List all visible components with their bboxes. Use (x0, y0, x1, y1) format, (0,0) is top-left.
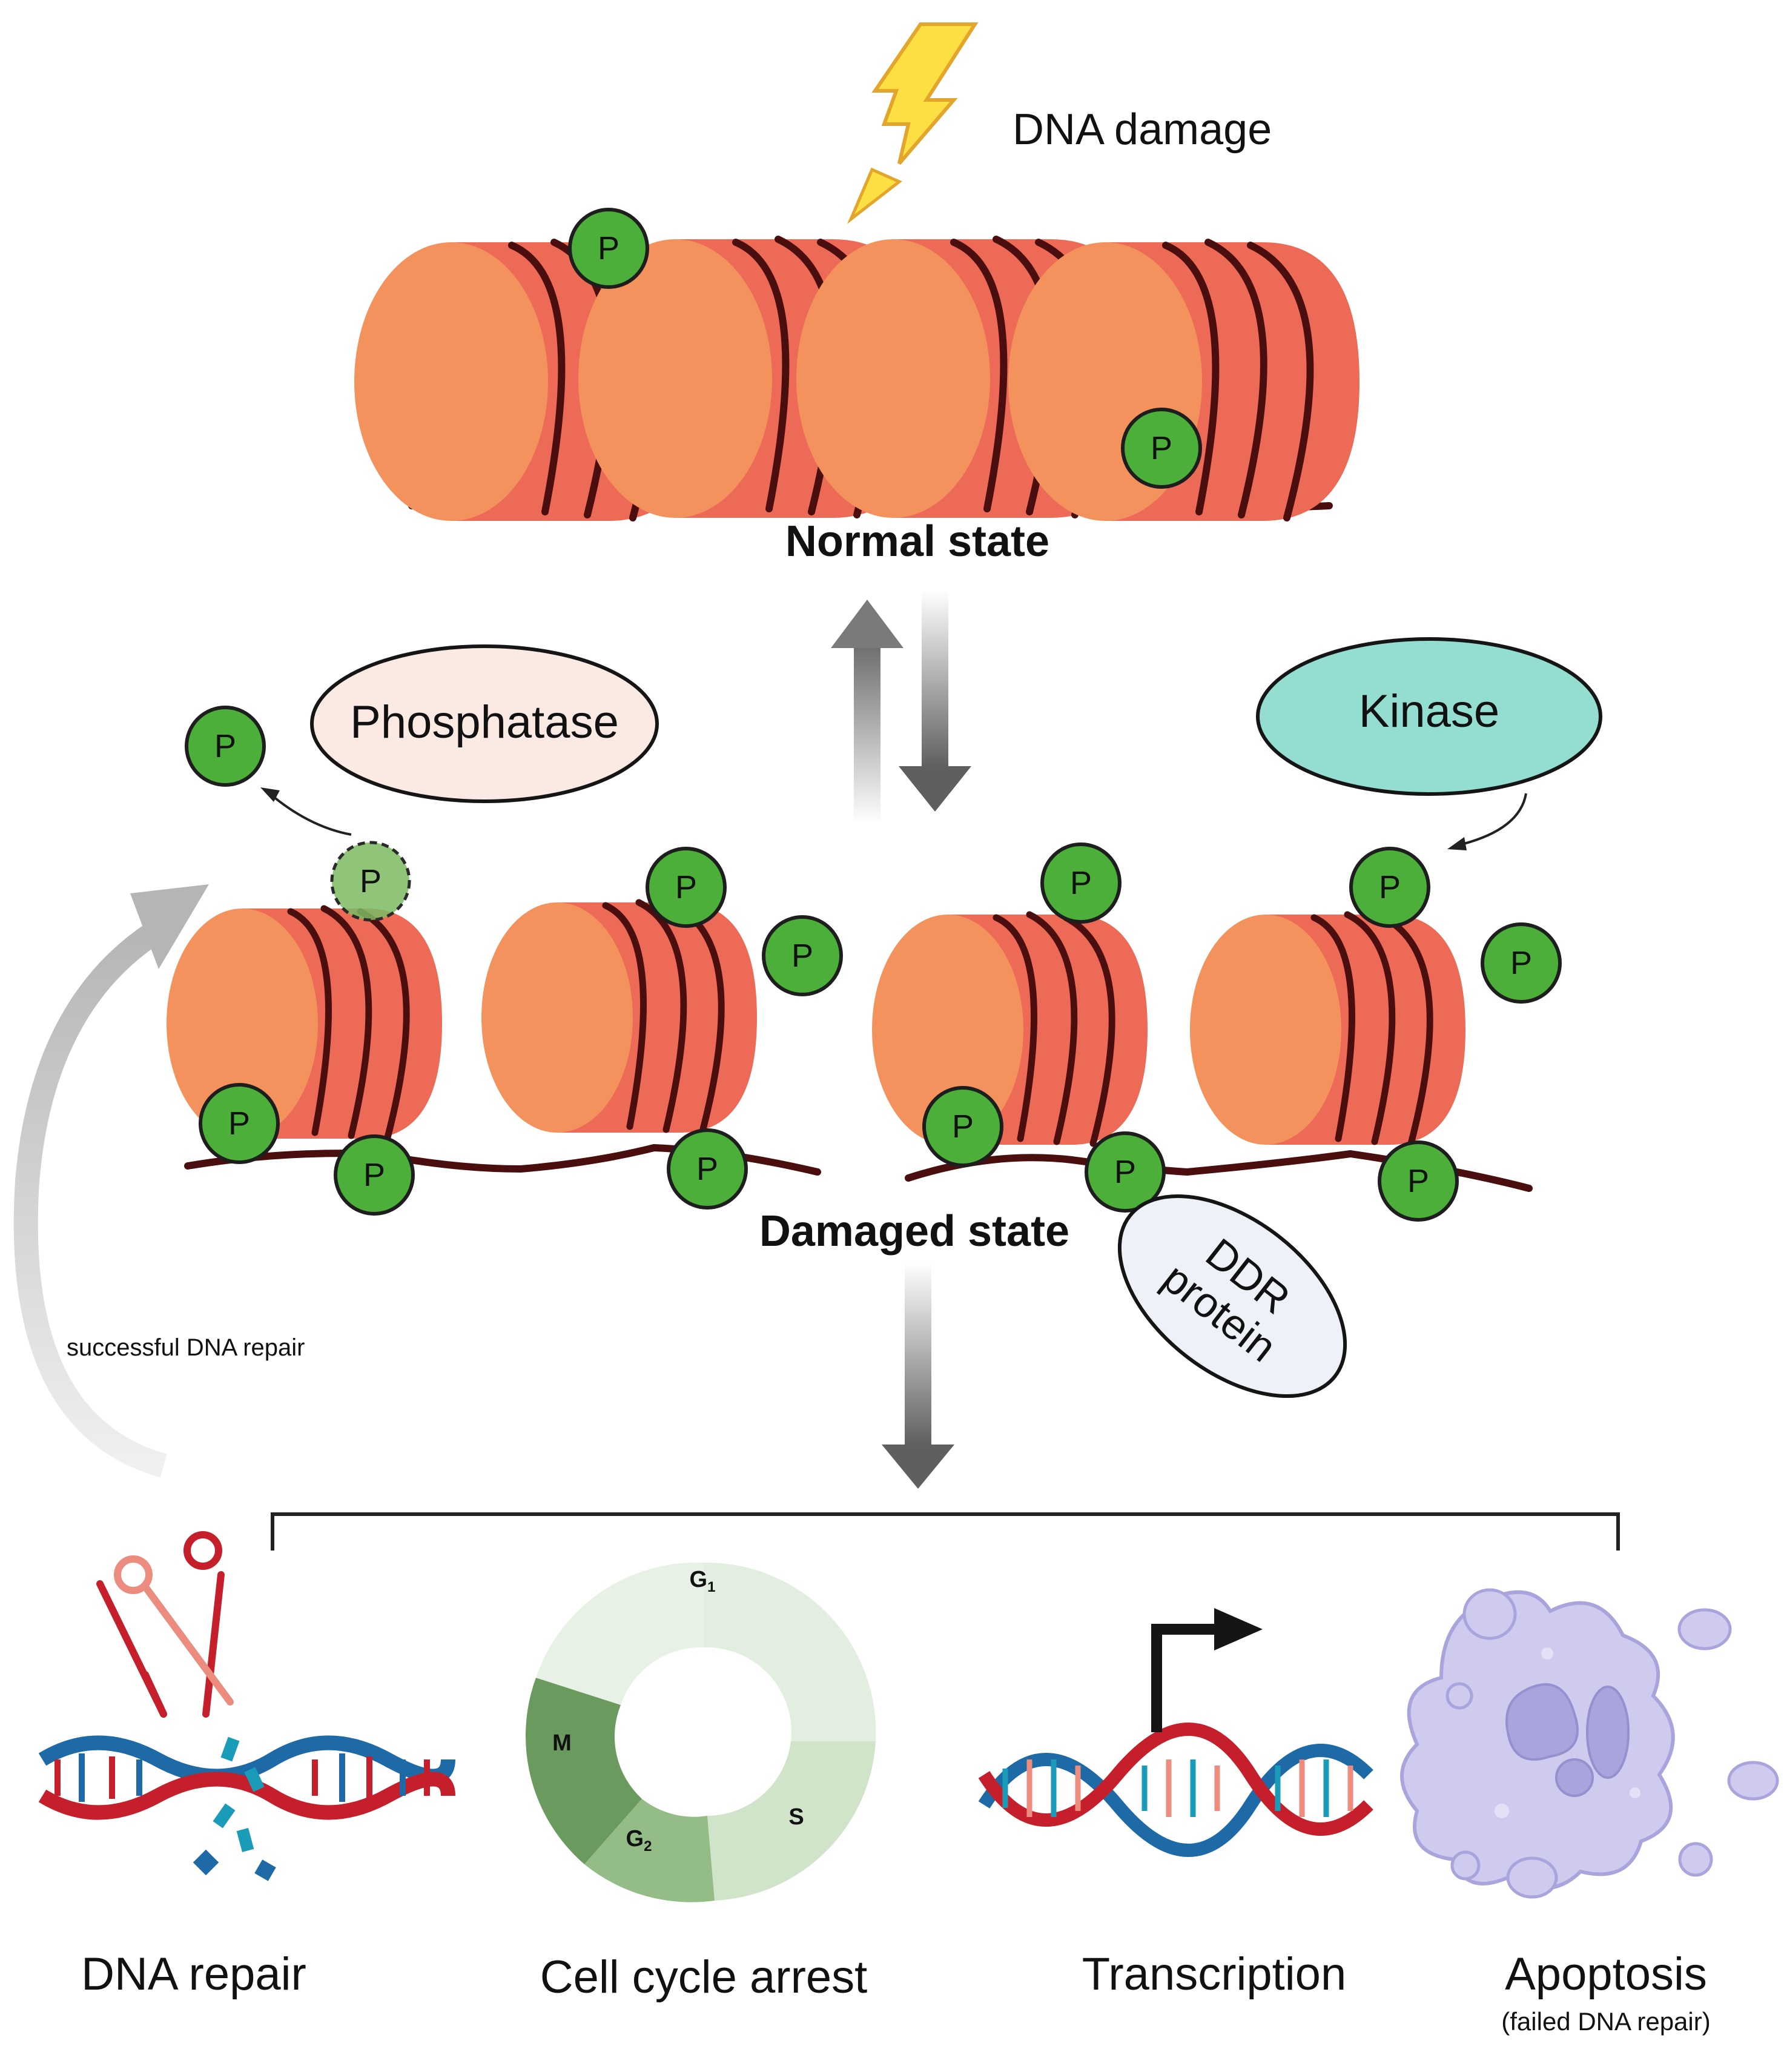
phosphatase-label: Phosphatase (350, 697, 619, 748)
phase-g2: G2 (626, 1826, 652, 1855)
normal-state-label: Normal state (785, 517, 1049, 566)
nucleosome-6 (481, 902, 757, 1133)
nucleosome-8 (1190, 915, 1465, 1145)
transcription-icon (978, 1608, 1373, 1857)
cell-cycle-ring: G1 S G2 M (526, 1562, 876, 1902)
phospho-group: P (1123, 409, 1200, 487)
svg-text:P: P (214, 728, 236, 764)
phospho-group: P (1379, 1142, 1457, 1220)
apoptosis-cell-icon (1400, 1588, 1779, 1899)
phospho-group: P (570, 210, 647, 287)
phosphatase-ellipse: Phosphatase (310, 644, 659, 803)
svg-text:P: P (1379, 869, 1401, 905)
svg-text:P: P (952, 1108, 974, 1145)
svg-text:P: P (360, 863, 382, 899)
normal-chromatin: P P (354, 210, 1359, 521)
outcome-apoptosis: Apoptosis (1505, 1948, 1707, 2000)
phospho-group: P (1482, 924, 1560, 1002)
kinase-ellipse: Kinase (1256, 637, 1602, 796)
phase-m: M (552, 1730, 572, 1756)
outcome-arrow (882, 1263, 954, 1489)
outcomes-bracket (271, 1512, 1620, 1551)
kinase-label: Kinase (1359, 686, 1499, 737)
svg-text:P: P (1114, 1154, 1136, 1190)
kinase-arrow (1459, 793, 1527, 846)
phospho-group: P (1351, 849, 1429, 926)
nucleosome-7 (872, 915, 1148, 1145)
outcome-cell-cycle-arrest: Cell cycle arrest (540, 1951, 868, 2003)
svg-text:P: P (675, 869, 697, 905)
outcome-dna-repair: DNA repair (81, 1948, 306, 2000)
damaged-state-label: Damaged state (759, 1207, 1069, 1256)
damaged-chromatin-right: P P P P P P (872, 844, 1560, 1220)
damaged-chromatin-left: P P P P P P (167, 841, 841, 1214)
phospho-group: P (335, 1136, 413, 1214)
release-arrow (268, 792, 352, 836)
repair-loop-arrow (13, 884, 209, 1478)
phospho-group: P (924, 1088, 1002, 1165)
phospho-group: P (200, 1085, 278, 1162)
svg-text:P: P (228, 1105, 250, 1142)
svg-text:P: P (1070, 865, 1092, 901)
svg-text:P: P (1510, 945, 1532, 981)
svg-text:P: P (1151, 430, 1172, 466)
removed-phospho: P (330, 841, 411, 922)
apoptosis-note: (failed DNA repair) (1501, 2007, 1710, 2036)
svg-text:P: P (363, 1157, 385, 1193)
lightning-icon (847, 22, 979, 224)
down-arrow (899, 591, 971, 812)
phospho-group: P (669, 1130, 746, 1208)
svg-text:P: P (696, 1151, 718, 1187)
phase-s: S (788, 1804, 804, 1830)
phospho-group: P (1086, 1133, 1164, 1211)
dna-repair-icon (38, 1531, 455, 1881)
svg-text:P: P (791, 938, 813, 974)
released-phospho: P (187, 707, 264, 785)
phospho-group: P (764, 917, 841, 995)
svg-text:P: P (598, 230, 619, 266)
up-arrow (831, 600, 904, 824)
repair-loop-label: successful DNA repair (67, 1334, 305, 1361)
svg-text:P: P (1407, 1163, 1429, 1199)
phospho-group: P (647, 849, 725, 926)
outcome-transcription: Transcription (1082, 1948, 1346, 2000)
dna-damage-label: DNA damage (1013, 105, 1272, 154)
phase-g1: G1 (690, 1567, 716, 1595)
phospho-group: P (1042, 844, 1120, 922)
